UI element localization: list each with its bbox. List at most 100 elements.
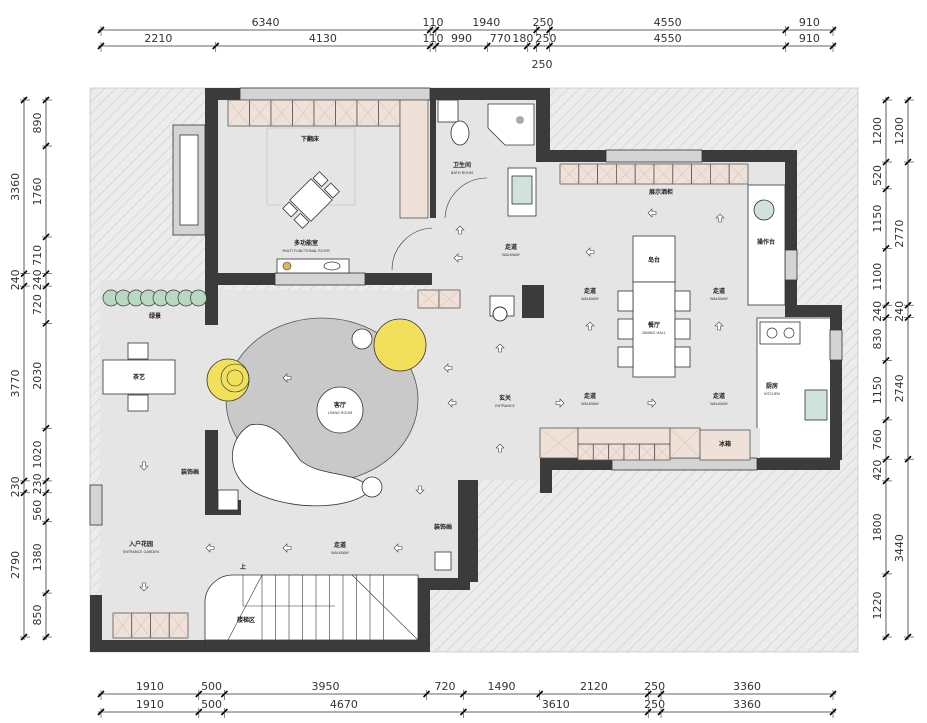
sink (437, 99, 459, 123)
cabinet-cross (729, 163, 749, 185)
dim-label: 1220 (871, 591, 884, 619)
label-bath: 卫生间 (453, 161, 471, 169)
room-labels: 下翻床 多功能室 MULTI FUNCTIONAL ROOM 卫生间 BATH … (123, 135, 780, 624)
flow-arrow-icon (415, 485, 425, 495)
dim-label: 3360 (733, 698, 761, 711)
label-walkway: 走道 (713, 392, 725, 400)
dim-label: 520 (871, 165, 884, 186)
flow-arrow-icon (453, 253, 463, 263)
dim-label: 1020 (31, 441, 44, 469)
dim-label: 1910 (136, 698, 164, 711)
plant-icon (282, 261, 292, 271)
dim-label: 1200 (871, 117, 884, 145)
sink-icon (753, 199, 775, 221)
cabinet-cross (227, 99, 250, 127)
dim-label: 910 (799, 16, 820, 29)
label-fridge: 冰箱 (719, 440, 731, 448)
dining-table (632, 281, 676, 378)
flow-arrow-icon (282, 373, 292, 383)
cabinet-cross (597, 163, 617, 185)
label-decor-painting: 装饰画 (180, 468, 199, 476)
toilet-icon (450, 120, 470, 146)
dim-label: 250 (532, 58, 553, 71)
dim-label: 1150 (871, 205, 884, 233)
dim-label: 2120 (580, 680, 608, 693)
flow-arrow-icon (555, 398, 565, 408)
dim-label: 250 (644, 680, 665, 693)
dim-label: 3950 (311, 680, 339, 693)
flow-arrow-icon (715, 213, 725, 223)
flow-arrow-icon (139, 461, 149, 471)
dim-label: 3770 (9, 369, 22, 397)
cabinet-cross (669, 427, 701, 459)
cabinet-cross (356, 99, 379, 127)
flow-arrow-icon (455, 225, 465, 235)
flow-arrow-icon (282, 543, 292, 553)
label-walkway: 走道 (584, 287, 596, 295)
dim-label: 1200 (893, 117, 906, 145)
cabinet-cross (577, 443, 594, 461)
cabinets (112, 99, 749, 639)
dim-label: 240 (871, 301, 884, 322)
cabinet-cross (417, 289, 440, 309)
cabinet-cross (249, 99, 272, 127)
cabinet-cross (292, 99, 315, 127)
label-multi-room: 多功能室 (294, 239, 318, 247)
dim-label: 4130 (309, 32, 337, 45)
label-dining-en: DINING HALL (642, 331, 665, 335)
label-walkway: 走道 (505, 243, 517, 251)
dim-label: 1100 (871, 263, 884, 291)
dim-label: 2740 (893, 374, 906, 402)
flow-arrow-icon (393, 543, 403, 553)
dim-label: 890 (31, 112, 44, 133)
flow-arrow-icon (495, 443, 505, 453)
cabinet-cross (616, 163, 636, 185)
label-wine-cabinet: 展示酒柜 (649, 188, 673, 196)
cabinet-unit (577, 427, 671, 445)
dim-label: 760 (871, 429, 884, 450)
dim-label: 250 (536, 32, 557, 45)
bath-fixtures (391, 99, 537, 271)
dim-label: 990 (451, 32, 472, 45)
dim-label: 180 (512, 32, 533, 45)
label-counter: 操作台 (757, 238, 775, 246)
cabinet-cross (635, 163, 655, 185)
dim-label: 1800 (871, 513, 884, 541)
label-kitchen-en: KITCHEN (764, 392, 780, 396)
dim-label: 420 (871, 460, 884, 481)
plant-icon (190, 289, 207, 307)
label-entrance: 玄关 (499, 394, 511, 402)
cabinet-cross (313, 99, 336, 127)
plant-pot-icon (217, 489, 239, 511)
stair-edge (227, 574, 419, 641)
multi-room-furniture (266, 127, 356, 274)
dim-label: 850 (31, 605, 44, 626)
cabinet-cross (710, 163, 730, 185)
flow-arrow-icon (447, 398, 457, 408)
label-decor-painting: 装饰画 (433, 523, 452, 531)
flow-arrow-icon (443, 363, 453, 373)
label-garden-en: ENTRANCE GARDEN (123, 550, 159, 554)
dim-label: 2210 (144, 32, 172, 45)
label-multi-room-en: MULTI FUNCTIONAL ROOM (282, 249, 329, 253)
dim-label: 4550 (654, 32, 682, 45)
fridge (699, 429, 751, 461)
living-furniture (206, 317, 452, 571)
dim-label: 230 (9, 476, 22, 497)
label-kitchen: 厨房 (766, 382, 778, 390)
dim-label: 240 (893, 301, 906, 322)
dim-label: 1380 (31, 543, 44, 571)
door-swing (391, 227, 433, 271)
cabinet-cross (378, 99, 401, 127)
cabinet-cross (578, 163, 598, 185)
dim-label: 500 (201, 698, 222, 711)
dim-label: 4670 (330, 698, 358, 711)
label-walkway-en: WALKWAY (710, 402, 729, 406)
staircase (204, 574, 419, 652)
cabinet-cross (654, 443, 671, 461)
garden-furniture (102, 289, 207, 307)
label-tea: 茶艺 (132, 373, 145, 381)
dim-label: 3360 (733, 680, 761, 693)
dim-label: 720 (31, 294, 44, 315)
cabinet-cross (593, 443, 609, 461)
